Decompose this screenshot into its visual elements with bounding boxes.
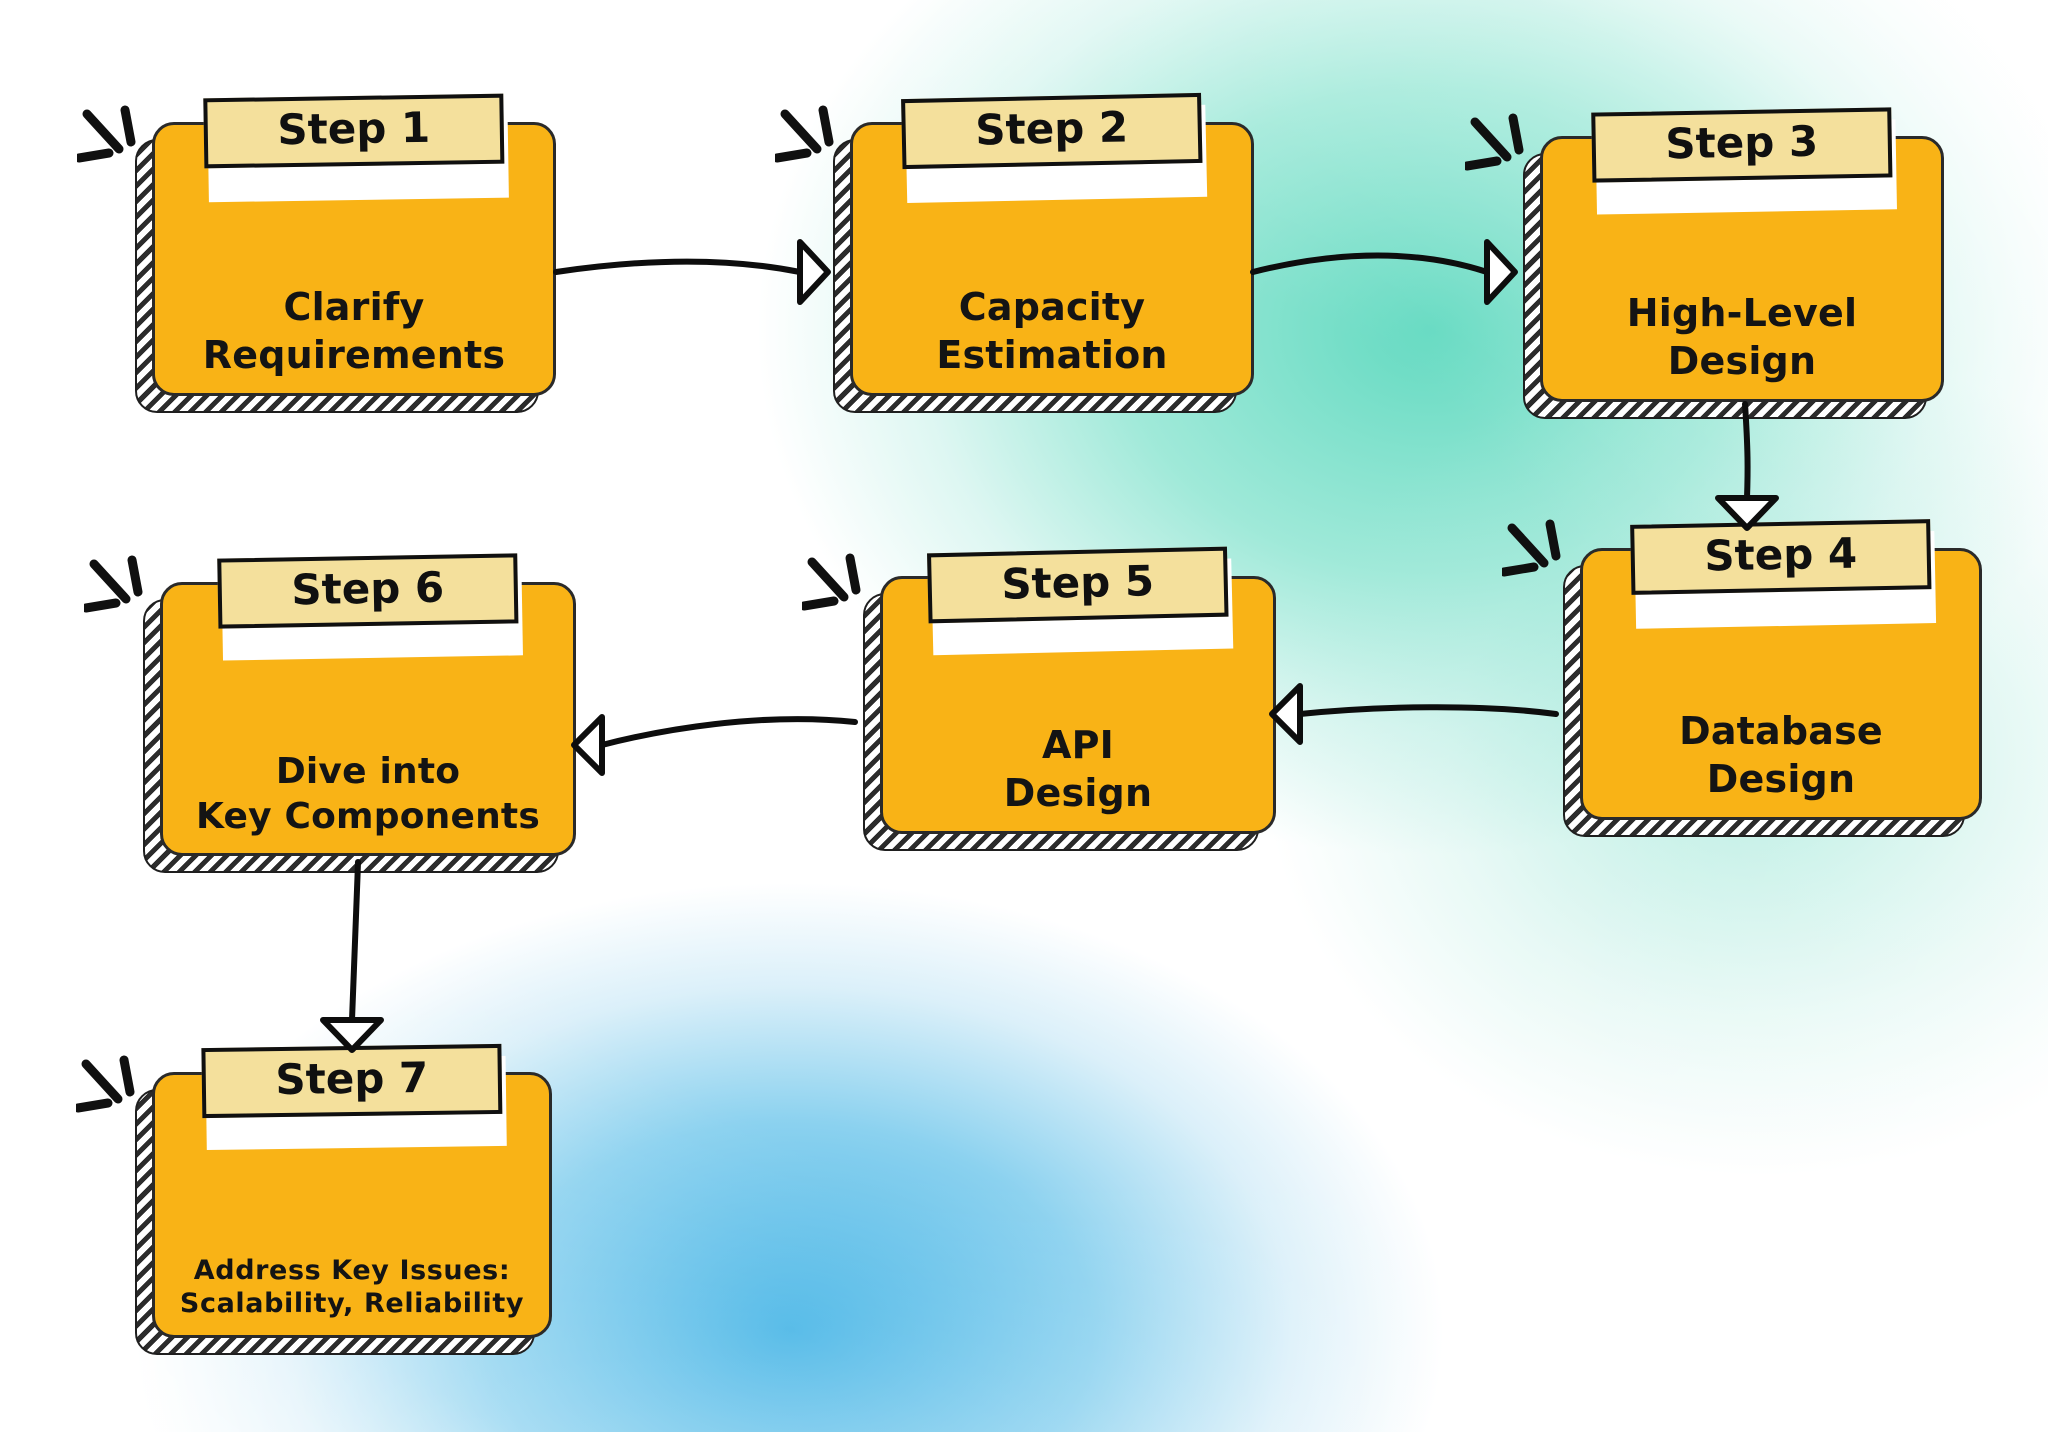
node-tab-label: Step 2 bbox=[901, 92, 1203, 170]
node-body-text: Capacity Estimation bbox=[936, 285, 1168, 377]
step-node-1[interactable]: Clarify Requirements Step 1 bbox=[77, 93, 556, 413]
node-tab: Step 6 bbox=[217, 553, 523, 661]
node-tab: Step 1 bbox=[203, 93, 509, 203]
node-tab-label: Step 7 bbox=[201, 1043, 503, 1119]
edge-step2-step3 bbox=[1250, 252, 1490, 275]
node-body-text: Dive into Key Components bbox=[196, 751, 540, 837]
sparkle-icon bbox=[1502, 519, 1561, 577]
step-node-7[interactable]: Address Key Issues: Scalability, Reliabi… bbox=[76, 1043, 552, 1355]
node-tab-label: Step 3 bbox=[1591, 107, 1893, 183]
node-tab-label: Step 6 bbox=[217, 553, 519, 629]
node-body-text: Clarify Requirements bbox=[202, 285, 506, 377]
edge-step4-step5 bbox=[1297, 704, 1559, 717]
node-tab-label: Step 1 bbox=[203, 93, 505, 169]
arrowhead-icon-step5 bbox=[1269, 683, 1303, 745]
edge-step1-step2 bbox=[553, 258, 803, 275]
step-node-5[interactable]: API Design Step 5 bbox=[802, 546, 1276, 851]
edge-step6-step7 bbox=[349, 859, 361, 1023]
edge-step5-step6 bbox=[599, 716, 858, 748]
node-tab: Step 4 bbox=[1630, 519, 1937, 629]
step-node-4[interactable]: Database Design Step 4 bbox=[1502, 519, 1982, 837]
node-body-text: High-Level Design bbox=[1626, 291, 1858, 383]
step-node-2[interactable]: Capacity Estimation Step 2 bbox=[775, 92, 1254, 413]
node-body-text: API Design bbox=[1003, 723, 1153, 815]
arrowhead-icon-step6 bbox=[571, 714, 605, 776]
node-tab: Step 3 bbox=[1591, 107, 1897, 215]
step-node-6[interactable]: Dive into Key Components Step 6 bbox=[84, 553, 576, 873]
node-tab: Step 2 bbox=[901, 92, 1208, 204]
node-tab-label: Step 4 bbox=[1630, 519, 1932, 595]
node-body-text: Address Key Issues: Scalability, Reliabi… bbox=[179, 1254, 525, 1320]
sparkle-icon bbox=[802, 553, 861, 611]
node-body-text: Database Design bbox=[1679, 709, 1883, 801]
node-tab: Step 7 bbox=[201, 1043, 507, 1151]
step-node-3[interactable]: High-Level Design Step 3 bbox=[1465, 107, 1944, 419]
node-tab: Step 5 bbox=[927, 546, 1234, 656]
node-tab-label: Step 5 bbox=[927, 546, 1229, 624]
arrowhead-icon-step3 bbox=[1484, 239, 1518, 305]
arrowhead-icon-step2 bbox=[797, 239, 831, 305]
